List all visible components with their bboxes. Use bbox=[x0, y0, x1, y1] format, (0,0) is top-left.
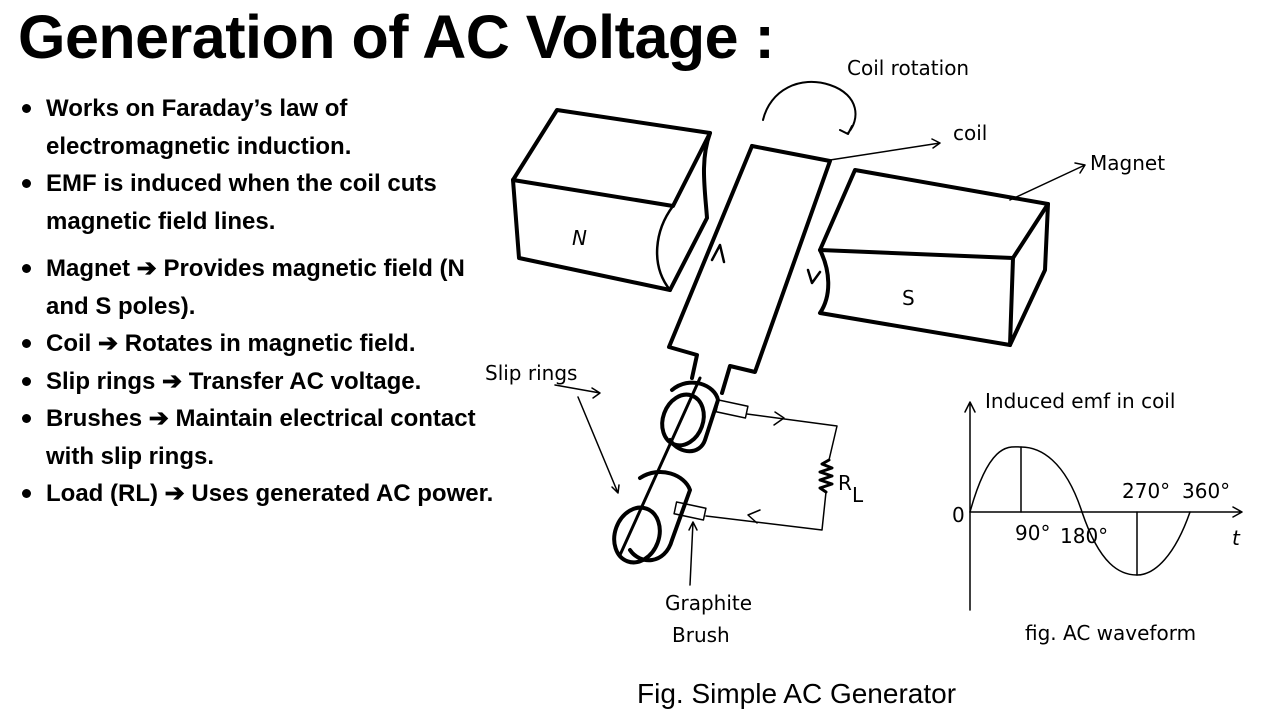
s-magnet bbox=[818, 168, 1050, 347]
magnet-label: Magnet bbox=[1090, 151, 1165, 175]
bullet-item: Magnet ➔ Provides magnetic field (N and … bbox=[18, 250, 498, 325]
magnet-pointer-arrow-icon bbox=[1009, 162, 1086, 201]
n-pole-label: N bbox=[572, 226, 587, 250]
slip-rings bbox=[612, 376, 720, 565]
brush-label: Brush bbox=[672, 623, 730, 647]
s-pole-label: S bbox=[902, 286, 915, 310]
coil bbox=[667, 144, 832, 395]
peak-markers bbox=[1020, 446, 1138, 576]
bullet-item: Works on Faraday’s law of electromagneti… bbox=[18, 90, 498, 165]
load-resistor-label: R bbox=[838, 471, 852, 495]
slip-rings-pointer-arrow-icon bbox=[554, 384, 601, 399]
waveform-xlabel: t bbox=[1232, 526, 1241, 550]
waveform-ylabel: Induced emf in coil bbox=[985, 389, 1175, 413]
waveform-origin-label: 0 bbox=[952, 503, 965, 527]
coil-label: coil bbox=[953, 121, 987, 145]
n-magnet bbox=[511, 108, 712, 292]
coil-rotation-label: Coil rotation bbox=[847, 56, 969, 80]
sine-wave bbox=[969, 446, 1191, 576]
generator-caption: Fig. Simple AC Generator bbox=[637, 678, 956, 709]
tick-360: 360° bbox=[1182, 479, 1230, 503]
bullet-list: Works on Faraday’s law of electromagneti… bbox=[18, 90, 498, 513]
load-circuit bbox=[705, 411, 838, 531]
tick-270: 270° bbox=[1122, 479, 1170, 503]
bullet-item: EMF is induced when the coil cuts magnet… bbox=[18, 165, 498, 240]
waveform-caption: fig. AC waveform bbox=[1025, 621, 1196, 645]
current-arrow-icon bbox=[710, 243, 822, 285]
waveform-axes bbox=[964, 401, 1243, 611]
graphite-brush bbox=[673, 399, 749, 521]
bullet-item: Coil ➔ Rotates in magnetic field. bbox=[18, 325, 498, 363]
slip-rings-pointer-arrow-icon bbox=[577, 396, 620, 494]
bullet-item: Load (RL) ➔ Uses generated AC power. bbox=[18, 475, 498, 513]
coil-pointer-arrow-icon bbox=[829, 138, 941, 161]
bullet-item: Slip rings ➔ Transfer AC voltage. bbox=[18, 363, 498, 401]
rotation-arrow-icon bbox=[762, 80, 857, 135]
graphite-label: Graphite bbox=[665, 591, 752, 615]
bullet-item: Brushes ➔ Maintain electrical contact wi… bbox=[18, 400, 498, 475]
slip-rings-label: Slip rings bbox=[485, 361, 577, 385]
tick-180: 180° bbox=[1060, 524, 1108, 548]
page-title: Generation of AC Voltage : bbox=[18, 3, 775, 71]
load-resistor-subscript: L bbox=[852, 483, 864, 507]
tick-90: 90° bbox=[1015, 521, 1050, 545]
brush-pointer-arrow-icon bbox=[688, 521, 698, 586]
